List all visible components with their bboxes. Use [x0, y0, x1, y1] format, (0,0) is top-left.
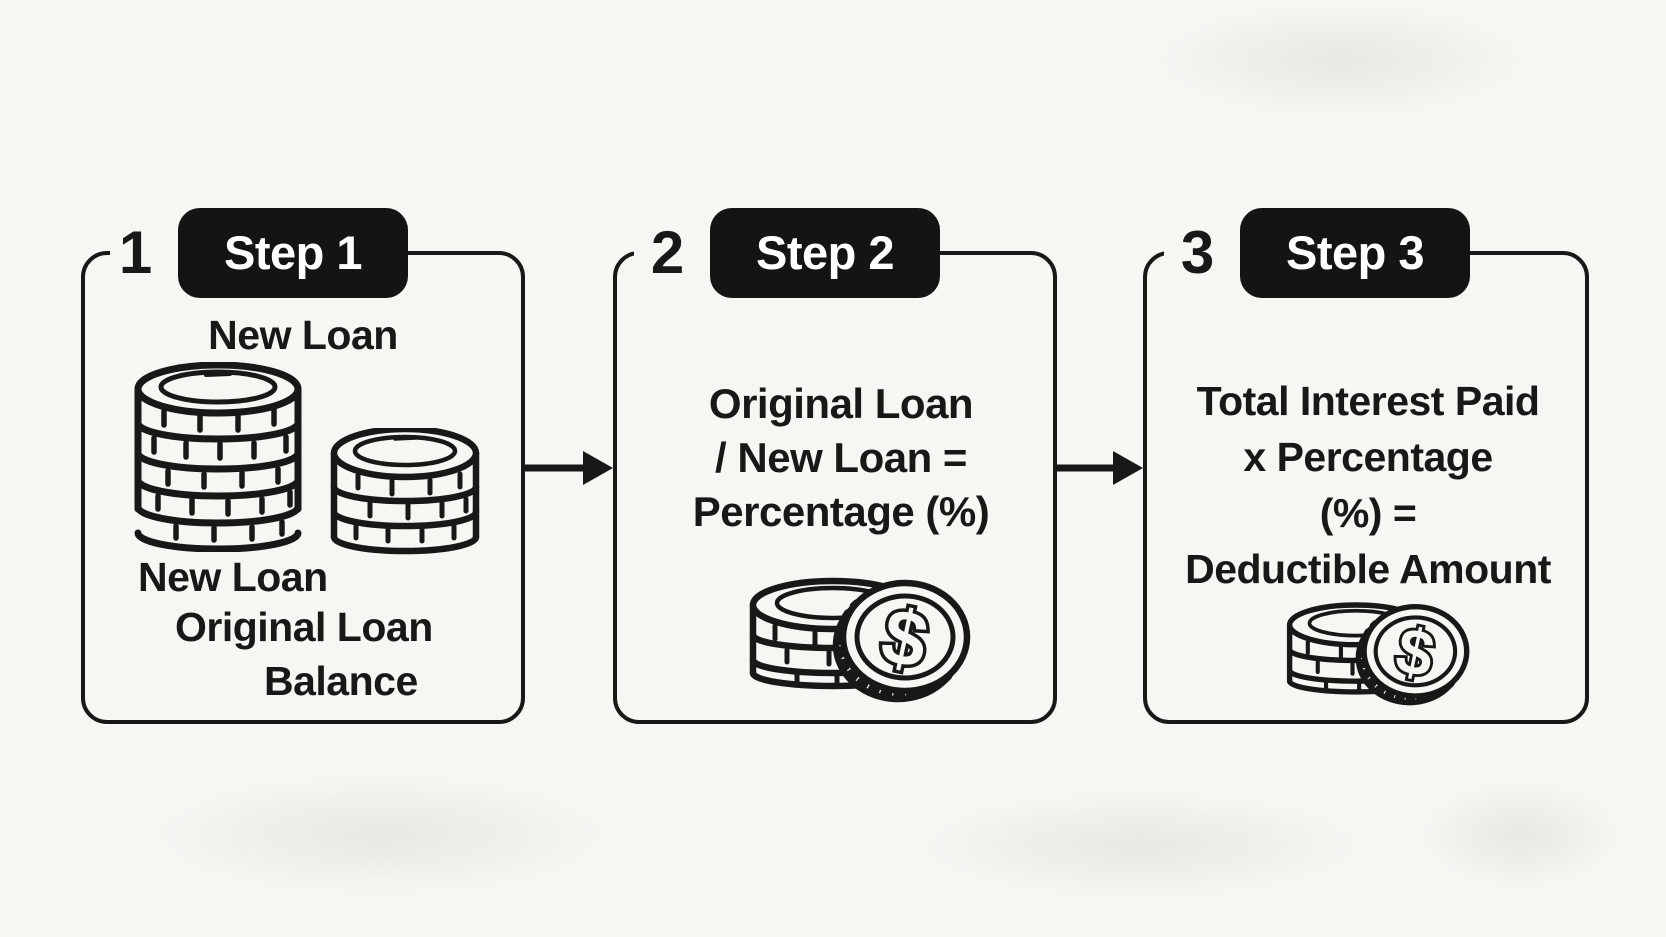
step3-formula: Total Interest Paid x Percentage (%) = D…	[1147, 373, 1585, 597]
formula-line: Percentage (%)	[692, 488, 990, 535]
short-coin-stack-icon	[330, 428, 480, 555]
formula-line: / New Loan =	[715, 434, 967, 481]
tall-coin-stack-icon	[134, 362, 302, 552]
step1-number: 1	[118, 219, 152, 286]
border-gap-patch	[634, 243, 712, 263]
background-smudge	[830, 770, 1450, 920]
flow-arrow-icon	[525, 451, 613, 485]
formula-line: Deductible Amount	[1185, 546, 1551, 592]
step2-box: 2 Step 2 Original Loan / New Loan = Perc…	[613, 208, 1057, 724]
background-smudge	[1380, 760, 1660, 910]
border-gap-patch	[1164, 243, 1242, 263]
step1-heading: New Loan	[208, 312, 398, 358]
border-gap-patch	[110, 243, 178, 263]
dollar-coins-icon: $	[1286, 602, 1470, 706]
step1-box: 1 Step 1 New Loan	[81, 208, 525, 724]
step3-badge: Step 3	[1240, 208, 1470, 298]
formula-line: x Percentage	[1243, 434, 1493, 480]
formula-line: Total Interest Paid	[1196, 378, 1540, 424]
step3-box: 3 Step 3 Total Interest Paid x Percentag…	[1143, 208, 1589, 724]
formula-line: Original Loan	[708, 380, 974, 427]
formula-line: (%) =	[1319, 490, 1417, 536]
background-smudge	[1080, 0, 1600, 140]
step2-badge: Step 2	[710, 208, 940, 298]
step2-number: 2	[650, 219, 684, 286]
flow-arrow-icon	[1055, 451, 1143, 485]
caption-line: New Loan	[138, 554, 328, 600]
dollar-coins-icon: $	[749, 577, 971, 703]
caption-line: Balance	[264, 658, 418, 704]
step3-number: 3	[1180, 219, 1214, 286]
step2-formula: Original Loan / New Loan = Percentage (%…	[617, 377, 1053, 539]
background-smudge	[60, 750, 700, 920]
caption-line: Original Loan	[175, 604, 433, 650]
step1-badge: Step 1	[178, 208, 408, 298]
